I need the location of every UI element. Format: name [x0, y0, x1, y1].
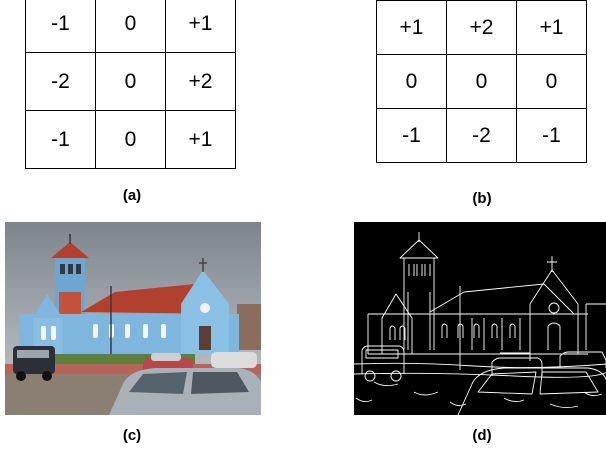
kernel-b-cell: -1	[376, 108, 447, 163]
kernel-a-cell: -1	[25, 0, 96, 53]
kernel-b-cell: -1	[516, 108, 587, 163]
church-edge-map	[354, 222, 606, 415]
kernel-a-row: -2 0 +2	[25, 52, 236, 111]
kernel-b-cell: 0	[516, 54, 587, 109]
kernel-a-cell: -2	[25, 52, 96, 111]
kernel-b-table: +1 +2 +1 0 0 0 -1 -2 -1	[376, 0, 587, 163]
white-car	[211, 352, 257, 368]
edge-background	[354, 222, 606, 415]
dark-suv	[13, 346, 55, 381]
facade-gable	[181, 270, 229, 304]
caption-c: (c)	[122, 427, 142, 444]
side-building	[237, 304, 261, 350]
kernel-a-cell: +1	[165, 110, 236, 169]
kernel-b-row: 0 0 0	[376, 54, 587, 109]
kernel-a-row: -1 0 +1	[25, 110, 236, 169]
church-photo	[5, 222, 261, 415]
kernel-a-cell: 0	[95, 52, 166, 111]
kernel-a-cell: 0	[95, 0, 166, 53]
kernel-a-table: -1 0 +1 -2 0 +2 -1 0 +1	[25, 0, 236, 169]
kernel-b-row: -1 -2 -1	[376, 108, 587, 163]
caption-a: (a)	[122, 187, 142, 204]
kernel-a-cell: +2	[165, 52, 236, 111]
grass	[45, 354, 195, 364]
kernel-b-cell: 0	[446, 54, 517, 109]
kernel-b-cell: -2	[446, 108, 517, 163]
tower-roof	[51, 242, 89, 258]
silver-car-foreground	[109, 368, 261, 415]
kernel-b-cell: +1	[376, 0, 447, 55]
kernel-b-cell: +2	[446, 0, 517, 55]
sidewalk	[5, 364, 261, 374]
caption-b: (b)	[472, 190, 492, 207]
kernel-a-cell: -1	[25, 110, 96, 169]
kernel-b-cell: +1	[516, 0, 587, 55]
kernel-a-row: -1 0 +1	[25, 0, 236, 53]
caption-d: (d)	[472, 427, 492, 444]
kernel-b-cell: 0	[376, 54, 447, 109]
kernel-b-row: +1 +2 +1	[376, 0, 587, 55]
kernel-a-cell: 0	[95, 110, 166, 169]
kernel-a-cell: +1	[165, 0, 236, 53]
